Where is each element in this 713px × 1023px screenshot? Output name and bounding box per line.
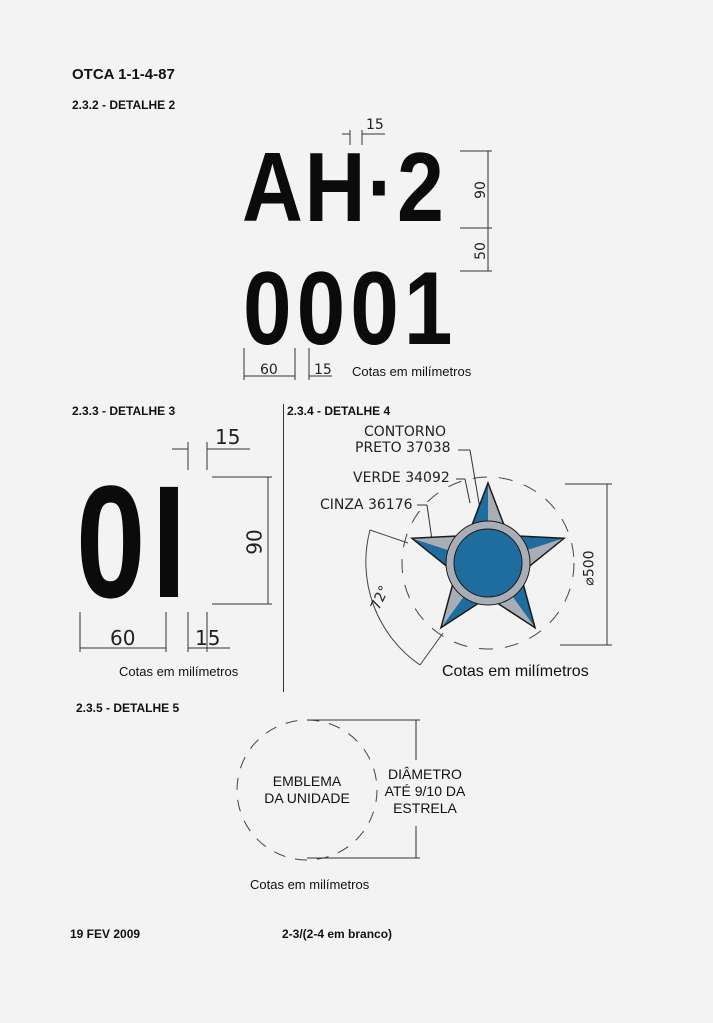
dimension-label-60: 60 <box>260 362 278 378</box>
plate-text-line-1: AH·2 <box>242 132 446 242</box>
section-divider <box>283 404 284 692</box>
diameter-note-line-2: ATÉ 9/10 DA <box>384 783 466 799</box>
diameter-note: DIÂMETRO ATÉ 9/10 DA ESTRELA <box>375 766 475 817</box>
label-verde: VERDE 34092 <box>353 470 450 486</box>
detail-2-caption: Cotas em milímetros <box>352 364 472 379</box>
dimension-label-15-bottom: 15 <box>314 362 332 378</box>
dimension-label-15-top: 15 <box>366 117 384 133</box>
emblem-label: EMBLEMA DA UNIDADE <box>247 773 367 807</box>
footer-date: 19 FEV 2009 <box>70 927 141 941</box>
detail-4-caption: Cotas em milímetros <box>442 663 589 680</box>
dimension-label-60: 60 <box>110 626 136 650</box>
dimension-label-15-bottom: 15 <box>195 626 221 650</box>
document-reference: OTCA 1-1-4-87 <box>72 66 175 83</box>
detail-3-characters: 0I <box>76 452 193 631</box>
diameter-note-line-3: ESTRELA <box>393 800 457 816</box>
section-title-detalhe-3: 2.3.3 - DETALHE 3 <box>72 404 176 418</box>
footer-page-number: 2-3/(2-4 em branco) <box>282 927 393 941</box>
diameter-note-line-1: DIÂMETRO <box>388 766 462 782</box>
star-point-gray-half <box>440 563 488 628</box>
detail-5-caption: Cotas em milímetros <box>250 877 370 892</box>
plate-text-line-2: 0001 <box>243 251 458 367</box>
dimension-label-15-top: 15 <box>215 425 241 449</box>
label-cinza: CINZA 36176 <box>320 497 413 513</box>
section-title-detalhe-4: 2.3.4 - DETALHE 4 <box>287 404 391 418</box>
star-center-disc <box>453 528 523 598</box>
detail-3-caption: Cotas em milímetros <box>119 664 239 679</box>
label-contorno: CONTORNO <box>364 424 447 440</box>
emblem-line-2: DA UNIDADE <box>264 790 350 806</box>
emblem-line-1: EMBLEMA <box>272 773 342 789</box>
section-title-detalhe-2: 2.3.2 - DETALHE 2 <box>72 98 176 112</box>
label-preto: PRETO 37038 <box>355 440 451 456</box>
section-title-detalhe-5: 2.3.5 - DETALHE 5 <box>76 701 180 715</box>
